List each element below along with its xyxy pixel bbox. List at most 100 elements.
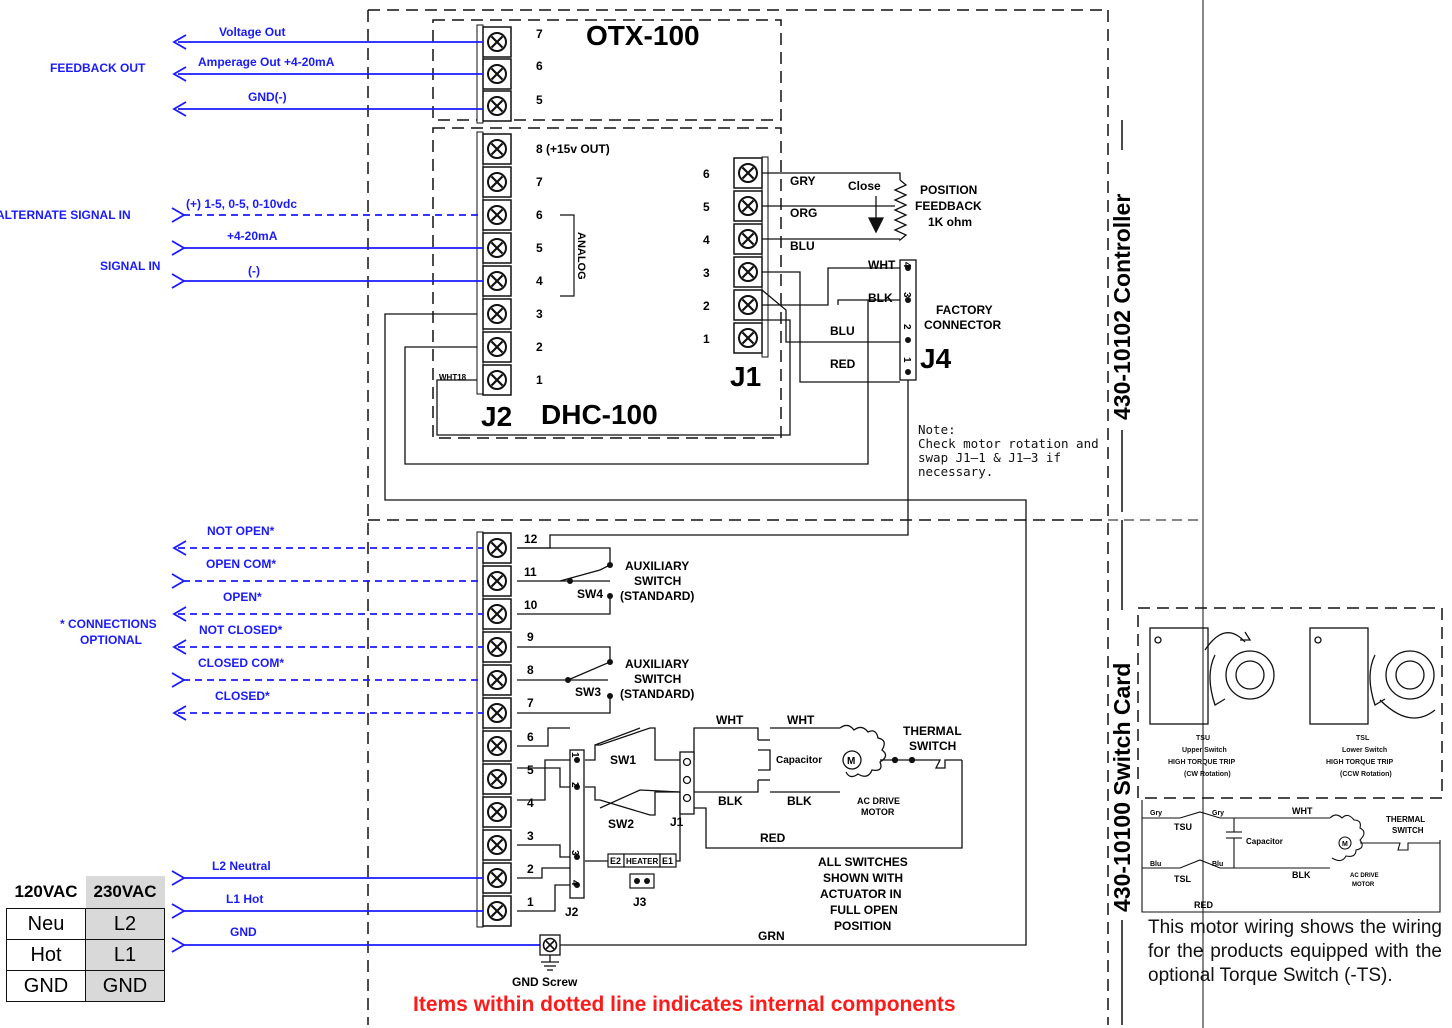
- aux-switch-label: (STANDARD): [620, 589, 694, 603]
- voltage-cell: L2: [85, 908, 165, 940]
- factory-connector-label: CONNECTOR: [924, 318, 1001, 332]
- analog-label: ANALOG: [575, 232, 587, 280]
- j1-title: J1: [730, 361, 761, 392]
- inset-ac-drive: MOTOR: [1352, 882, 1375, 888]
- switch-output-label: CLOSED COM*: [198, 656, 284, 670]
- enclosure-lines: [367, 9, 1443, 1025]
- j2-terminal-strip: [476, 131, 513, 397]
- aux-switch-wiring: [517, 395, 909, 714]
- inset-note: This motor wiring shows the wiring for t…: [1148, 917, 1442, 986]
- full-open-note: ACTUATOR IN: [820, 887, 902, 901]
- inset-wire-label: Blu: [1150, 861, 1161, 868]
- ac-drive-label: MOTOR: [861, 807, 895, 817]
- j2-title: J2: [481, 401, 512, 432]
- otx-wire-label: GND(-): [248, 90, 287, 104]
- otx-title: OTX-100: [586, 20, 700, 51]
- aux-switch-label: (STANDARD): [620, 687, 694, 701]
- wire-color-label: RED: [760, 831, 786, 845]
- position-feedback-label: POSITION: [920, 183, 977, 197]
- full-open-note: SHOWN WITH: [823, 871, 903, 885]
- inset-wire-label: Blu: [1212, 861, 1223, 868]
- terminal-number: 4: [536, 274, 543, 288]
- e1-label: E1: [662, 856, 673, 866]
- wire-color-label: ORG: [790, 206, 817, 220]
- switch-output-label: CLOSED*: [215, 689, 270, 703]
- aux-switch-label: AUXILIARY: [625, 657, 689, 671]
- inset-wire-label: Gry: [1212, 810, 1224, 817]
- terminal-number: 2: [536, 340, 543, 354]
- wire-color-label: BLK: [787, 794, 812, 808]
- svg-text:TSU: TSU: [1196, 735, 1210, 742]
- rotation-note: Note: Check motor rotation and swap J1—1…: [918, 422, 1099, 479]
- terminal-number: 1: [527, 895, 534, 909]
- full-open-note: FULL OPEN: [830, 903, 898, 917]
- internal-components-note: Items within dotted line indicates inter…: [413, 993, 956, 1016]
- inset-wire-label: BLK: [1292, 870, 1311, 880]
- otx-wire-label: Amperage Out +4-20mA: [198, 55, 335, 69]
- aux-switch-label: SWITCH: [634, 672, 681, 686]
- svg-text:TSL: TSL: [1356, 735, 1370, 742]
- j3-label: J3: [633, 895, 647, 909]
- terminal-number: 2: [703, 299, 710, 313]
- gnd-screw-label: GND Screw: [512, 975, 578, 989]
- j1-lower-label: J1: [670, 815, 684, 829]
- alternate-signal-in-label: ALTERNATE SIGNAL IN: [0, 208, 131, 222]
- signal-wire-label: (+) 1-5, 0-5, 0-10vdc: [186, 197, 297, 211]
- svg-text:necessary.: necessary.: [918, 464, 993, 479]
- tsl-label: TSL: [1174, 874, 1192, 884]
- e2-label: E2: [610, 856, 621, 866]
- voltage-cell: GND: [6, 970, 86, 1002]
- terminal-number: 3: [527, 829, 534, 843]
- voltage-table: 120VAC 230VAC Neu L2 Hot L1 GND GND: [6, 876, 165, 1002]
- terminal-number: 5: [536, 241, 543, 255]
- signal-wires: [171, 207, 483, 289]
- terminal-number: 8 (+15v OUT): [536, 142, 610, 156]
- aux-switch-label: SWITCH: [634, 574, 681, 588]
- wire-color-label: GRN: [758, 929, 785, 943]
- thermal-switch-label: THERMAL: [903, 724, 962, 738]
- connections-optional-label: * CONNECTIONS: [60, 617, 157, 631]
- sw3-label: SW3: [575, 685, 601, 699]
- power-label: L2 Neutral: [212, 859, 271, 873]
- torque-inset-wiring: [1141, 800, 1441, 913]
- svg-text:Check motor rotation and: Check motor rotation and: [918, 436, 1099, 451]
- full-open-note: POSITION: [834, 919, 891, 933]
- j2-lower-label: J2: [565, 905, 579, 919]
- signal-in-label: SIGNAL IN: [100, 259, 160, 273]
- voltage-header-120: 120VAC: [14, 882, 78, 901]
- svg-text:Lower Switch: Lower Switch: [1342, 747, 1387, 754]
- j4-title: J4: [920, 343, 952, 374]
- motor-m-label: M: [847, 756, 855, 767]
- wire-color-label: BLK: [868, 291, 893, 305]
- terminal-number: 7: [527, 696, 534, 710]
- j4-pin: 3: [901, 292, 912, 298]
- signal-wire-label: +4-20mA: [227, 229, 278, 243]
- switch-output-wires: [171, 540, 483, 721]
- terminal-number: 10: [524, 598, 538, 612]
- switchcard-side-title: 430-10100 Switch Card: [1109, 663, 1135, 912]
- full-open-note: ALL SWITCHES: [818, 855, 908, 869]
- inset-thermal-label: THERMAL: [1386, 815, 1425, 824]
- capacitor-label: Capacitor: [776, 755, 822, 766]
- terminal-number: 1: [536, 373, 543, 387]
- wht18-label: WHT18: [439, 373, 467, 382]
- inset-capacitor-label: Capacitor: [1246, 837, 1283, 846]
- svg-text:(CCW Rotation): (CCW Rotation): [1340, 771, 1392, 778]
- heater: [607, 853, 677, 889]
- terminal-number: 7: [536, 175, 543, 189]
- feedback-pot-wires: [761, 172, 908, 383]
- heater-label: HEATER: [626, 857, 659, 866]
- j2-pin: 3: [569, 850, 580, 856]
- motor-wiring: [517, 727, 963, 912]
- svg-text:(CW Rotation): (CW Rotation): [1184, 771, 1231, 778]
- inset-thermal-label: SWITCH: [1392, 826, 1424, 835]
- inset-ac-drive: AC DRIVE: [1350, 873, 1379, 879]
- position-feedback-label: FEEDBACK: [915, 199, 982, 213]
- j4-pin: 4: [901, 262, 912, 268]
- terminal-number: 9: [527, 630, 534, 644]
- motor-symbol: [839, 724, 962, 778]
- factory-connector-label: FACTORY: [936, 303, 993, 317]
- terminal-number: 5: [536, 93, 543, 107]
- inset-wire-label: Gry: [1150, 810, 1162, 817]
- wire-color-label: BLU: [830, 324, 855, 338]
